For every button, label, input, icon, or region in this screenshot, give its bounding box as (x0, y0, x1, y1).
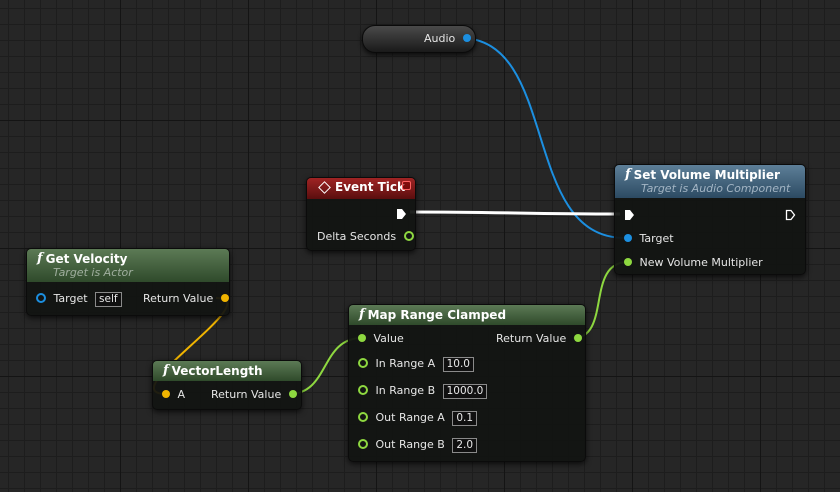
target-pin[interactable] (36, 293, 46, 303)
target-self-field[interactable]: self (95, 291, 122, 307)
wire-exec-tick-to-set (409, 210, 621, 216)
out-range-b-label: Out Range B (375, 438, 445, 451)
return-value-pin[interactable] (573, 334, 582, 342)
return-value-label: Return Value (211, 388, 282, 401)
get-velocity-subtitle: Target is Actor (53, 266, 133, 279)
exec-output-pin[interactable] (396, 208, 407, 220)
audio-variable-label: Audio (424, 32, 456, 45)
vector-length-title: VectorLength (171, 363, 263, 378)
in-range-b-pin[interactable] (358, 385, 368, 395)
function-icon: f (359, 307, 365, 322)
value-label: Value (373, 332, 404, 345)
return-value-label: Return Value (143, 292, 214, 305)
function-icon: f (163, 363, 169, 378)
delta-seconds-label: Delta Seconds (317, 230, 397, 243)
return-value-pin[interactable] (220, 294, 229, 302)
event-tick-node[interactable]: Event Tick Delta Seconds (306, 177, 416, 251)
function-icon: f (625, 167, 631, 182)
out-range-a-pin[interactable] (358, 412, 368, 422)
event-icon (318, 180, 331, 194)
out-range-b-pin[interactable] (358, 439, 368, 449)
new-volume-multiplier-pin[interactable] (624, 258, 632, 266)
target-label: Target (53, 292, 88, 305)
value-pin[interactable] (358, 334, 366, 342)
set-volume-title: Set Volume Multiplier (633, 167, 780, 182)
exec-input-pin[interactable] (624, 209, 635, 221)
out-range-a-label: Out Range A (375, 411, 445, 424)
in-range-a-pin[interactable] (358, 358, 368, 368)
event-tick-header: Event Tick (307, 178, 415, 199)
map-range-title: Map Range Clamped (367, 307, 507, 322)
breakpoint-icon[interactable] (402, 181, 411, 190)
exec-output-pin[interactable] (785, 209, 796, 221)
in-range-a-field[interactable]: 10.0 (442, 356, 474, 372)
target-label: Target (639, 232, 674, 245)
out-range-a-field[interactable]: 0.1 (452, 410, 478, 426)
audio-variable-node[interactable]: Audio (362, 25, 476, 53)
return-value-pin[interactable] (288, 390, 297, 398)
a-label: A (177, 388, 186, 401)
a-pin[interactable] (162, 390, 170, 398)
function-icon: f (37, 251, 43, 266)
delta-seconds-pin[interactable] (403, 231, 414, 241)
in-range-b-label: In Range B (375, 384, 436, 397)
set-volume-subtitle: Target is Audio Component (641, 182, 791, 195)
return-value-label: Return Value (496, 332, 567, 345)
new-volume-multiplier-label: New Volume Multiplier (639, 256, 763, 269)
get-velocity-title: Get Velocity (45, 251, 128, 266)
audio-output-pin[interactable] (462, 34, 471, 42)
out-range-b-field[interactable]: 2.0 (452, 437, 478, 453)
in-range-a-label: In Range A (375, 357, 436, 370)
event-tick-title: Event Tick (335, 180, 406, 194)
in-range-b-field[interactable]: 1000.0 (442, 383, 488, 399)
wire-audio-to-target (459, 37, 626, 239)
target-pin[interactable] (624, 234, 632, 242)
